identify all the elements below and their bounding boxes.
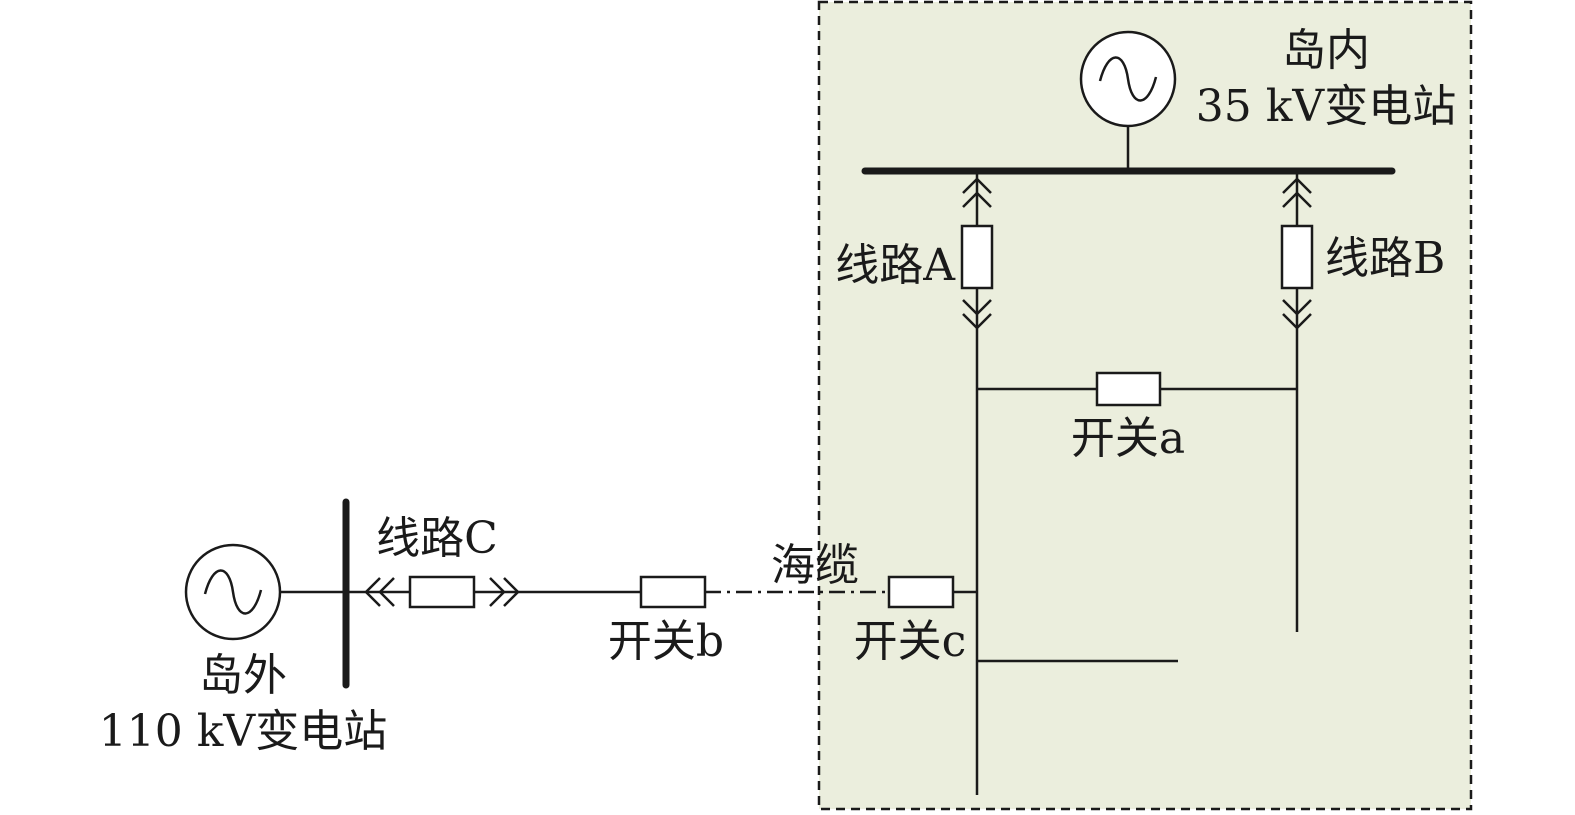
switch-a-label: 开关a — [1071, 413, 1185, 464]
line-b-label: 线路B — [1325, 233, 1445, 284]
switch-c — [887, 575, 955, 609]
external-substation-label-line2: 110 kV变电站 — [99, 706, 387, 757]
switch-a — [1095, 371, 1162, 407]
island-generator-icon — [1079, 30, 1177, 128]
switch-c-label: 开关c — [854, 616, 967, 667]
island-substation-label-line1: 岛内 — [1282, 25, 1370, 76]
line-c-label: 线路C — [376, 513, 498, 564]
island-substation-label-line2: 35 kV变电站 — [1196, 81, 1456, 132]
external-substation-label-line1: 岛外 — [199, 650, 287, 701]
submarine-cable-label: 海缆 — [771, 540, 859, 591]
switch-b — [639, 575, 707, 609]
feeder-b-bottom-chevron-icon — [1282, 299, 1312, 330]
line-c-element — [408, 575, 476, 609]
line-b-element — [1280, 224, 1314, 290]
line-a-element — [960, 224, 994, 290]
feeder-a-bottom-chevron-icon — [962, 299, 992, 330]
line-c-left-chevron-icon — [364, 577, 395, 607]
line-a-label: 线路A — [835, 240, 956, 291]
switch-b-label: 开关b — [608, 616, 724, 667]
external-generator-icon — [184, 543, 282, 641]
feeder-b-top-chevron-icon — [1282, 177, 1312, 208]
feeder-a-top-chevron-icon — [962, 177, 992, 208]
line-c-right-chevron-icon — [489, 577, 520, 607]
